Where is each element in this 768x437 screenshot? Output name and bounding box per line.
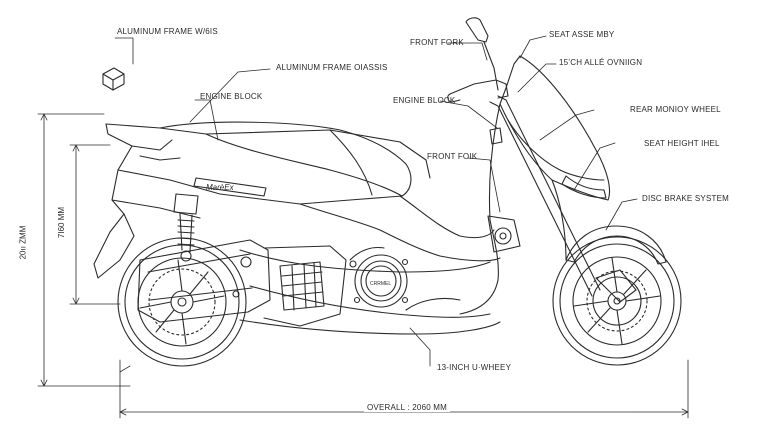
engine-block [137, 239, 347, 327]
label-height-mid: 7I60 MM [57, 206, 67, 239]
label-engine-block-center: ENGINE BLOCK [393, 96, 456, 105]
headlight [561, 175, 607, 199]
label-inch-wheel: 13-INCH U·WHEEY [437, 363, 512, 372]
seat [159, 121, 412, 205]
engine-cover-text: CRRMEL [370, 281, 391, 287]
cube-icon [102, 67, 125, 91]
label-seat-assembly: SEAT ASSE MBY [549, 30, 615, 39]
rear-shock [173, 193, 199, 262]
engine-cover [349, 246, 409, 308]
rear-wheel [117, 237, 247, 367]
label-seat-height: SEAT HEIGHT IHEL [644, 139, 720, 148]
brand-decal-text: MarèEx [206, 183, 235, 192]
label-front-fork-top: FRONT FORK [410, 38, 464, 47]
label-rear-monkey-wheel: REAR MONIOY WHEEL [630, 105, 721, 114]
leader-lines [114, 35, 638, 367]
front-wheel [552, 236, 682, 366]
label-overall-length: OVERALL : 2060 MM [364, 403, 451, 412]
label-disc-brake: DISC BRAKE SYSTEM [642, 194, 729, 203]
dimension-lines [37, 113, 689, 419]
front-body [459, 55, 667, 315]
label-aluminum-frame-top: ALUMINUM FRAME W/6IS [117, 27, 218, 36]
side-decal: MarèEx [193, 177, 267, 197]
handlebar [447, 17, 509, 145]
label-engine-block-left: ENGINE BLOCK [200, 92, 263, 101]
label-front-fork-mid: FRONT FOIK [427, 152, 478, 161]
label-height-left: 20ıı ZMM [18, 225, 28, 260]
label-aluminum-frame-chassis: ALUMINUM FRAME OIASSIS [276, 63, 388, 72]
label-sch-alle: 15’CH ALLÉ OVNIIGN [559, 58, 643, 67]
